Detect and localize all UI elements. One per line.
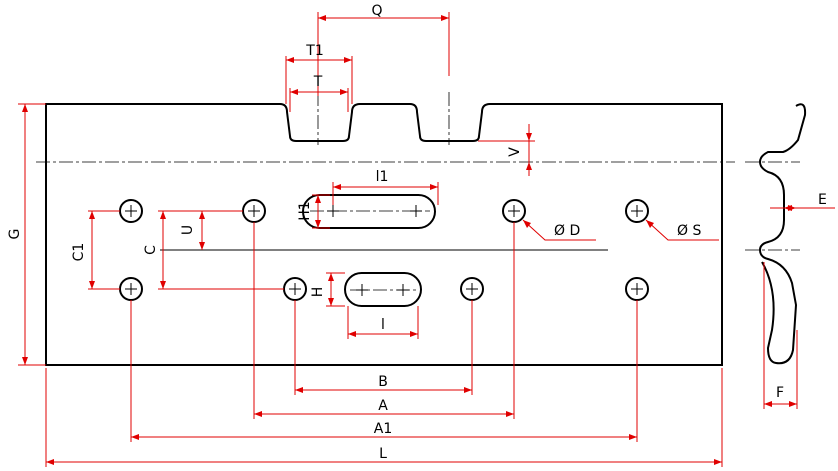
dim-label-e: E bbox=[818, 192, 827, 208]
hole-top-2 bbox=[242, 199, 266, 223]
hole-bottom-1 bbox=[119, 277, 143, 301]
dim-label-l: l bbox=[381, 317, 385, 333]
dim-label-d: Ø D bbox=[554, 223, 580, 239]
plate-outline bbox=[45, 103, 723, 366]
hole-bottom-2 bbox=[283, 277, 307, 301]
dim-label-q: Q bbox=[371, 3, 382, 19]
hole-bottom-3 bbox=[460, 277, 484, 301]
dim-label-a: A bbox=[378, 398, 388, 414]
dim-label-h1: H1 bbox=[297, 201, 313, 220]
dimension-arrowheads bbox=[22, 15, 797, 465]
dimension-lines bbox=[18, 12, 835, 467]
lower-slot bbox=[344, 272, 422, 307]
dim-label-h: H bbox=[310, 287, 326, 298]
hole-bottom-4 bbox=[625, 277, 649, 301]
dim-label-l1: l1 bbox=[376, 169, 389, 185]
hole-top-1 bbox=[119, 199, 143, 223]
hole-top-4 bbox=[625, 199, 649, 223]
dim-label-s: Ø S bbox=[677, 223, 701, 239]
dim-label-t: T bbox=[313, 74, 323, 90]
dim-label-v: V bbox=[507, 147, 523, 157]
hole-top-3 bbox=[502, 199, 526, 223]
dim-label-length: L bbox=[379, 446, 387, 462]
dim-label-t1: T1 bbox=[305, 43, 323, 59]
dim-label-g: G bbox=[7, 229, 23, 240]
dim-label-u: U bbox=[180, 225, 196, 235]
side-profile bbox=[758, 103, 807, 365]
dim-label-f: F bbox=[776, 385, 784, 401]
dim-label-c1: C1 bbox=[71, 243, 87, 262]
dim-label-b: B bbox=[378, 374, 388, 390]
dim-label-c: C bbox=[143, 245, 159, 255]
upper-slot bbox=[302, 194, 436, 229]
dim-label-a1: A1 bbox=[374, 421, 392, 437]
